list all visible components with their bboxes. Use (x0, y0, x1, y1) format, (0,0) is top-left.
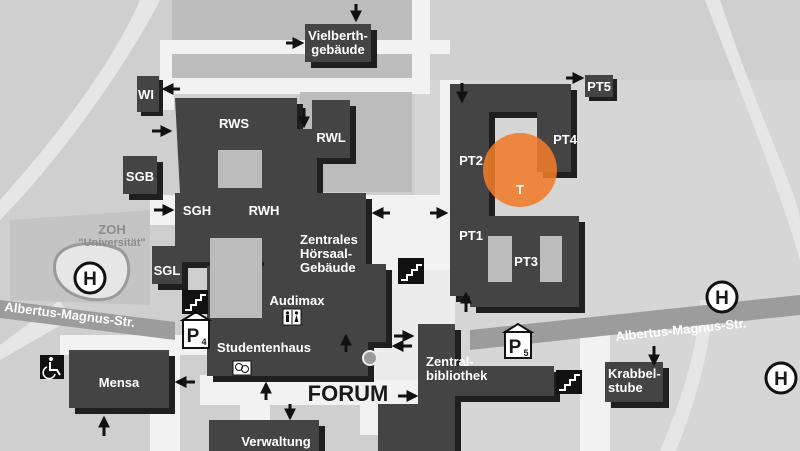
label-audimax: Audimax (270, 293, 326, 308)
parking-p5-icon[interactable]: P 5 (501, 322, 535, 359)
courtyards (210, 150, 562, 318)
building-zentralbibliothek (378, 324, 554, 451)
bus-stop-southeast-icon[interactable]: H (764, 361, 798, 395)
svg-text:5: 5 (523, 348, 528, 358)
building-verwaltung (209, 420, 319, 451)
label-wi: WI (138, 87, 154, 102)
building-pt5 (585, 75, 613, 97)
building-zentrales-hoersaalgebaeude (175, 193, 386, 342)
parking-p4-icon[interactable]: P 4 (179, 310, 213, 349)
label-pt4: PT4 (553, 132, 578, 147)
label-zentrales-2: Hörsaal- (300, 246, 352, 261)
wheelchair-icon (40, 355, 64, 380)
ring-road-southeast (660, 300, 712, 451)
building-wi (137, 76, 159, 112)
svg-text:4: 4 (201, 337, 206, 347)
ring-road-west (0, 0, 160, 220)
label-rwl: RWL (316, 130, 345, 145)
label-mensa: Mensa (99, 375, 140, 390)
bus-stop-zoh-icon[interactable]: H (73, 261, 107, 295)
svg-text:H: H (83, 269, 97, 290)
building-mensa (69, 350, 169, 408)
theater-masks-icon (232, 360, 252, 376)
label-zoh-sub: "Universität" (78, 237, 145, 249)
info-point-icon (362, 350, 378, 366)
building-krabbelstube (605, 362, 663, 402)
tram-stop-icon: T (516, 182, 524, 197)
label-zentrales-1: Zentrales (300, 232, 358, 247)
label-zentrales-3: Gebäude (300, 260, 356, 275)
street-albertus-magnus-west (0, 300, 175, 340)
label-verwaltung: Verwaltung (241, 434, 310, 449)
label-zentralbibliothek-1: Zentral- (426, 354, 474, 369)
building-sgb (123, 156, 157, 194)
label-pt3: PT3 (514, 254, 538, 269)
label-rws: RWS (219, 116, 249, 131)
label-sgh: SGH (183, 203, 211, 218)
building-sgl (152, 246, 182, 284)
label-studentenhaus: Studentenhaus (217, 340, 311, 355)
restroom-icon (282, 308, 302, 326)
building-rws (175, 98, 317, 193)
svg-text:P: P (187, 326, 200, 347)
svg-text:H: H (715, 288, 729, 309)
label-krabbelstube-2: stube (608, 380, 643, 395)
stairs-icon (398, 258, 424, 284)
label-sgl: SGL (154, 263, 181, 278)
stairs-icon (182, 290, 208, 314)
label-rwh: RWH (249, 203, 280, 218)
label-vielberth-2: gebäude (311, 42, 364, 57)
label-zoh: ZOH (98, 222, 125, 237)
bus-stop-east-icon[interactable]: H (705, 280, 739, 314)
label-sgb: SGB (126, 169, 154, 184)
label-forum: FORUM (308, 381, 389, 406)
svg-text:H: H (774, 369, 788, 390)
tram-stop-marker[interactable] (483, 133, 557, 207)
label-vielberth-1: Vielberth- (308, 28, 368, 43)
building-vielberth (305, 24, 371, 62)
label-pt5: PT5 (587, 79, 611, 94)
label-zentralbibliothek-2: bibliothek (426, 368, 488, 383)
label-krabbelstube-1: Krabbel- (608, 366, 661, 381)
label-pt1: PT1 (459, 228, 483, 243)
entrance-arrows (98, 4, 660, 436)
label-pt2: PT2 (459, 153, 483, 168)
building-rwl (312, 100, 350, 158)
svg-text:P: P (509, 337, 522, 358)
stairs-icon (556, 370, 582, 394)
